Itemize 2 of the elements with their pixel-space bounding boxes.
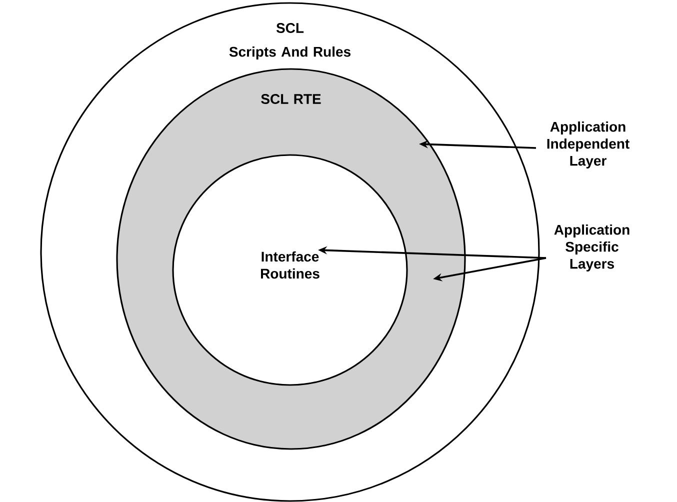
callout-text: Application Independent Layer	[547, 121, 630, 169]
callout-text: Application Specific Layers	[554, 224, 630, 272]
